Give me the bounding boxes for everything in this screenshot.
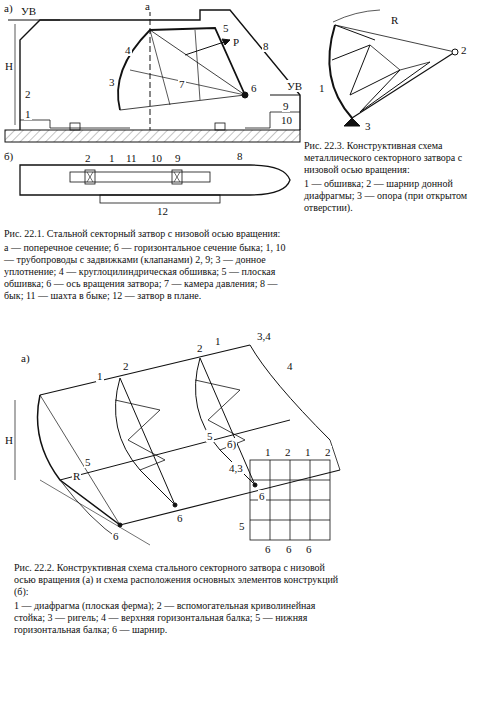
- callout-number: 6: [305, 543, 313, 555]
- callout-number: H: [4, 60, 14, 72]
- caption-text: 1 — обшивка; 2 — шарнир донной диафрагмы…: [304, 178, 478, 214]
- callout-number: а: [144, 0, 151, 12]
- callout-number: R: [390, 14, 399, 26]
- callout-number: 2: [284, 446, 292, 458]
- callout-number: 6: [285, 543, 293, 555]
- callout-number: 6: [250, 82, 258, 94]
- callout-number: 2: [196, 342, 204, 354]
- callout-number: УВ: [286, 80, 303, 92]
- caption-text: Рис. 22.1. Стальной секторный затвор с н…: [4, 228, 296, 240]
- callout-number: 3,4: [256, 330, 272, 342]
- callout-number: 6: [258, 490, 266, 502]
- callout-number: 2: [460, 44, 468, 56]
- callout-number: 5: [238, 520, 246, 532]
- callout-number: R: [72, 470, 81, 482]
- callout-number: 6: [112, 530, 120, 542]
- callout-number: 10: [280, 114, 293, 126]
- fig-22-3-sector: [329, 10, 458, 126]
- callout-number: 3: [108, 76, 116, 88]
- callout-number: 1: [96, 370, 104, 382]
- callout-number: 9: [282, 100, 290, 112]
- callout-number: 7: [178, 78, 186, 90]
- callout-number: 5: [222, 22, 230, 34]
- callout-number: 1: [24, 108, 32, 120]
- callout-number: P: [232, 36, 240, 48]
- callout-number: 1: [264, 446, 272, 458]
- callout-number: 8: [262, 40, 270, 52]
- callout-number: 6: [264, 543, 272, 555]
- callout-number: 10: [150, 152, 163, 164]
- callout-number: 4,3: [228, 462, 244, 474]
- callout-number: а): [3, 2, 14, 14]
- callout-number: 1: [304, 446, 312, 458]
- caption-text: 1 — диафрагма (плоская ферма); 2 — вспом…: [14, 600, 344, 636]
- callout-number: 4: [286, 360, 294, 372]
- fig-22-1-plan: [20, 165, 290, 203]
- fig-22-1-section: [5, 10, 300, 142]
- fig-22-2-grid: [250, 460, 330, 540]
- callout-number: б): [226, 438, 237, 450]
- callout-number: 2: [324, 446, 332, 458]
- callout-number: H: [4, 434, 14, 446]
- callout-number: 2: [84, 152, 92, 164]
- caption-text: Рис. 22.2. Конструктивная схема стальног…: [14, 562, 344, 598]
- callout-number: УВ: [20, 5, 37, 17]
- callout-number: 1: [318, 82, 326, 94]
- callout-number: а): [20, 352, 31, 364]
- callout-number: 12: [156, 205, 169, 217]
- callout-number: 6: [176, 512, 184, 524]
- callout-number: 5: [84, 456, 92, 468]
- callout-number: 11: [125, 152, 138, 164]
- callout-number: 4: [124, 44, 132, 56]
- callout-number: 2: [24, 88, 32, 100]
- callout-number: 8: [236, 150, 244, 162]
- callout-number: б): [3, 150, 14, 162]
- callout-number: 3: [364, 120, 372, 132]
- caption-text: Рис. 22.3. Конструктивная схема металлич…: [304, 140, 478, 176]
- caption-text: а — поперечное сечение; б — горизонтальн…: [4, 242, 296, 302]
- callout-number: 2: [122, 360, 130, 372]
- callout-number: 1: [108, 152, 116, 164]
- fig-22-2-perspective: [15, 345, 340, 545]
- callout-number: 9: [174, 152, 182, 164]
- callout-number: 5: [206, 430, 214, 442]
- callout-number: 1: [214, 335, 222, 347]
